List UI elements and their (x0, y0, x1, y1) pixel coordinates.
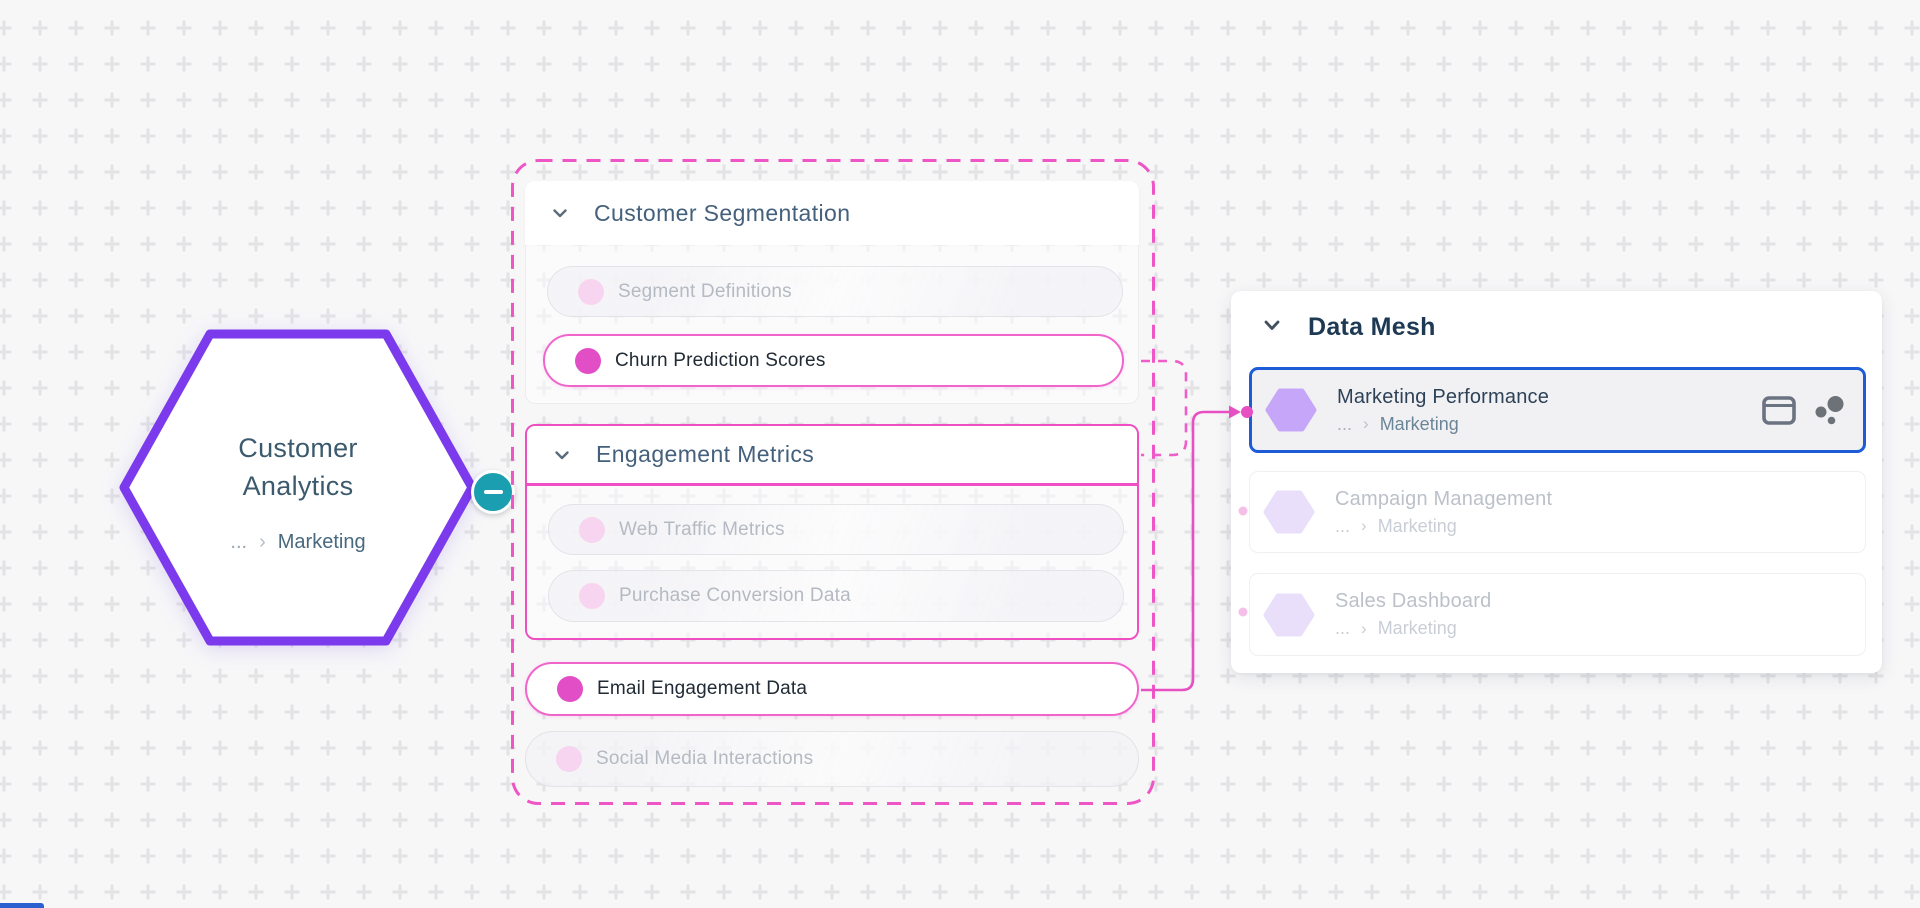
hexagon-icon (1263, 592, 1315, 638)
chevron-right-icon: › (259, 531, 266, 553)
dataset-label: Email Engagement Data (597, 678, 808, 699)
group-header-engagement-metrics[interactable]: Engagement Metrics (527, 426, 1137, 486)
breadcrumb-path[interactable]: Marketing (1377, 515, 1457, 536)
dataset-label: Segment Definitions (618, 280, 792, 302)
breadcrumb-ellipsis[interactable]: ... (1337, 413, 1353, 434)
breadcrumb: ... › Marketing (1335, 516, 1552, 537)
breadcrumb-path[interactable]: Marketing (277, 531, 366, 553)
dataset-pill-churn-prediction-scores[interactable]: Churn Prediction Scores (543, 334, 1124, 387)
node-title: Customer Analytics (238, 429, 357, 505)
breadcrumb-ellipsis[interactable]: ... (1335, 618, 1351, 638)
mesh-row-campaign-management[interactable]: Campaign Management ... › Marketing (1249, 471, 1866, 553)
chevron-right-icon: › (1361, 516, 1367, 535)
dataset-pill-email-engagement-data[interactable]: Email Engagement Data (525, 662, 1139, 716)
collapse-lineage-button[interactable] (471, 470, 515, 514)
node-title-line2: Analytics (242, 471, 354, 501)
group-engagement-metrics: Engagement Metrics Web Traffic Metrics P… (525, 424, 1139, 640)
offscreen-node-fragment (0, 903, 44, 908)
dataset-label: Purchase Conversion Data (619, 585, 851, 606)
dataset-label: Churn Prediction Scores (615, 349, 826, 371)
mesh-row-text: Marketing Performance ... › Marketing (1337, 386, 1549, 435)
row-actions (1761, 394, 1847, 427)
customer-analytics-node[interactable]: Customer Analytics ... › Marketing (118, 328, 478, 647)
dataset-dot-icon (579, 516, 605, 543)
mesh-row-title: Campaign Management (1335, 487, 1553, 510)
node-title-line1: Customer (238, 433, 358, 463)
breadcrumb-path[interactable]: Marketing (1379, 413, 1459, 434)
group-label: Engagement Metrics (596, 441, 815, 467)
lineage-cluster-icon[interactable] (1813, 394, 1847, 427)
breadcrumb: ... › Marketing (230, 531, 365, 554)
mesh-row-title: Marketing Performance (1337, 385, 1550, 408)
data-mesh-header[interactable]: Data Mesh (1261, 313, 1436, 342)
chevron-down-icon[interactable] (1261, 314, 1283, 341)
dataset-pill-web-traffic-metrics[interactable]: Web Traffic Metrics (548, 504, 1124, 555)
dataset-pill-segment-definitions[interactable]: Segment Definitions (547, 266, 1123, 317)
group-label: Customer Segmentation (594, 199, 851, 226)
dataset-dot-icon (557, 676, 583, 702)
hexagon-icon (1265, 387, 1317, 433)
group-body: Web Traffic Metrics Purchase Conversion … (527, 486, 1137, 638)
breadcrumb-path[interactable]: Marketing (1377, 618, 1457, 638)
mesh-row-title: Sales Dashboard (1335, 590, 1492, 612)
dataset-pill-purchase-conversion-data[interactable]: Purchase Conversion Data (548, 570, 1124, 622)
open-window-icon[interactable] (1761, 395, 1797, 426)
mesh-row-text: Sales Dashboard ... › Marketing (1335, 590, 1491, 639)
dataset-dot-icon (578, 278, 604, 305)
data-mesh-panel: Data Mesh Marketing Performance ... › Ma… (1231, 291, 1882, 673)
breadcrumb: ... › Marketing (1335, 618, 1491, 639)
group-customer-segmentation: Customer Segmentation Segment Definition… (525, 181, 1139, 404)
dataset-dot-icon (556, 746, 582, 772)
chevron-down-icon[interactable] (550, 203, 570, 223)
dataset-label: Web Traffic Metrics (619, 518, 785, 540)
group-header-customer-segmentation[interactable]: Customer Segmentation (525, 181, 1139, 245)
dataset-pill-social-media-interactions[interactable]: Social Media Interactions (525, 731, 1139, 787)
breadcrumb-ellipsis[interactable]: ... (1335, 515, 1351, 536)
panel-title: Data Mesh (1308, 313, 1436, 341)
mesh-row-sales-dashboard[interactable]: Sales Dashboard ... › Marketing (1249, 573, 1866, 656)
minus-icon (483, 489, 503, 495)
mesh-row-text: Campaign Management ... › Marketing (1335, 488, 1552, 537)
mesh-row-marketing-performance[interactable]: Marketing Performance ... › Marketing (1249, 367, 1866, 453)
dataset-dot-icon (579, 583, 605, 609)
chevron-down-icon[interactable] (552, 445, 572, 465)
chevron-right-icon: › (1361, 618, 1367, 638)
breadcrumb-ellipsis[interactable]: ... (230, 531, 248, 553)
group-body: Segment Definitions Churn Prediction Sco… (525, 245, 1139, 404)
breadcrumb: ... › Marketing (1337, 414, 1549, 435)
dataset-label: Social Media Interactions (596, 748, 814, 769)
hexagon-icon (1263, 489, 1315, 535)
dataset-dot-icon (575, 347, 601, 374)
chevron-right-icon: › (1363, 414, 1369, 433)
node-content: Customer Analytics ... › Marketing (118, 328, 478, 647)
